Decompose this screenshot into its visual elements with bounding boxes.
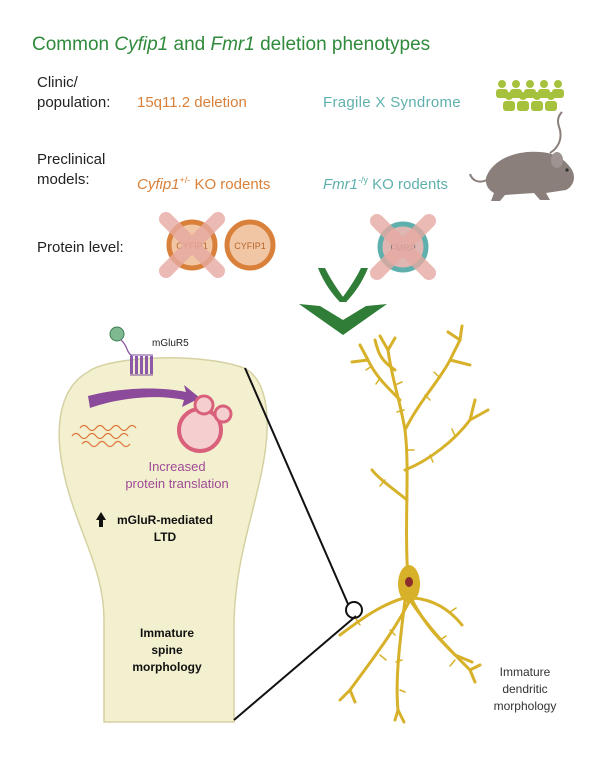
translation-label-line2: protein translation	[125, 476, 229, 491]
neuron-soma	[398, 565, 420, 603]
dendritic-spine-shape	[58, 357, 268, 723]
dendritic-spines	[355, 365, 457, 693]
population-people-icon	[496, 80, 564, 111]
fmr-rodents-label: Fmr1-/y KO rodents	[323, 170, 448, 195]
clinic-label-line2: population:	[37, 94, 111, 111]
deletion-cross-icon	[159, 212, 225, 278]
preclinical-label: Preclinical models:	[37, 150, 105, 190]
cyfip1-present-protein: CYFIP1	[224, 219, 276, 271]
title-gene-fmr1: Fmr1	[210, 34, 255, 55]
dendritic-morphology-line1: Immature	[499, 665, 551, 679]
translation-label-line1: Increased	[148, 459, 206, 474]
fmr-rodents: KO rodents	[368, 176, 449, 193]
up-arrow-icon	[96, 512, 106, 527]
cyfip-gene: Cyfip1	[137, 176, 180, 193]
fmr-gene: Fmr1	[323, 176, 358, 193]
translation-label: Increased protein translation	[112, 458, 242, 492]
ltd-label-line1: mGluR-mediated	[116, 513, 213, 527]
preclinical-label-line2: models:	[37, 171, 90, 188]
cyfip-genotype: +/-	[179, 175, 191, 185]
fragile-x-label: Fragile X Syndrome	[323, 94, 461, 111]
deletion-cross-icon	[370, 214, 436, 280]
dendritic-morphology-line2: dendritic	[502, 682, 548, 696]
spine-morphology-line3: morphology	[132, 660, 202, 674]
translation-arrow-icon	[88, 385, 200, 408]
title-and: and	[168, 34, 211, 55]
ltd-label-line2: LTD	[153, 530, 177, 544]
protein-level-label: Protein level:	[37, 239, 124, 256]
cyfip1-present-text: CYFIP1	[234, 241, 266, 251]
zoom-connector-lines	[233, 367, 357, 721]
rodent-icon	[469, 111, 574, 201]
zoom-circle	[345, 601, 363, 619]
mrna-strand-icon	[71, 424, 137, 448]
ltd-label: mGluR-mediated LTD	[110, 512, 220, 546]
title-prefix: Common	[32, 34, 115, 55]
cyfip1-deleted-protein: CYFIP1	[159, 212, 225, 278]
dendritic-morphology-label: Immature dendritic morphology	[470, 664, 580, 715]
title-suffix: deletion phenotypes	[254, 34, 431, 55]
clinic-label-line1: Clinic/	[37, 74, 78, 91]
deletion-label: 15q11.2 deletion	[137, 94, 247, 111]
mglur5-receptor-icon	[109, 326, 153, 376]
cyfip-rodents-label: Cyfip1+/- KO rodents	[137, 170, 270, 195]
cyfip-rodents: KO rodents	[190, 176, 271, 193]
preclinical-label-line1: Preclinical	[37, 151, 106, 168]
clinic-label: Clinic/ population:	[37, 73, 110, 113]
spine-morphology-line2: spine	[151, 643, 183, 657]
neuron-icon	[338, 324, 490, 724]
fmrp-deleted-protein: FMRP	[370, 214, 436, 280]
dendritic-morphology-line3: morphology	[493, 699, 557, 713]
spine-morphology-line1: Immature	[139, 626, 195, 640]
mglur5-label: mGluR5	[152, 338, 189, 349]
title-gene-cyfip1: Cyfip1	[114, 34, 169, 55]
spine-morphology-label: Immature spine morphology	[112, 625, 222, 676]
ribosome-icon	[177, 394, 233, 453]
diagram-title: Common Cyfip1 and Fmr1 deletion phenotyp…	[32, 34, 430, 56]
converging-arrow-icon	[299, 268, 387, 335]
fmr-genotype: -/y	[358, 175, 368, 185]
